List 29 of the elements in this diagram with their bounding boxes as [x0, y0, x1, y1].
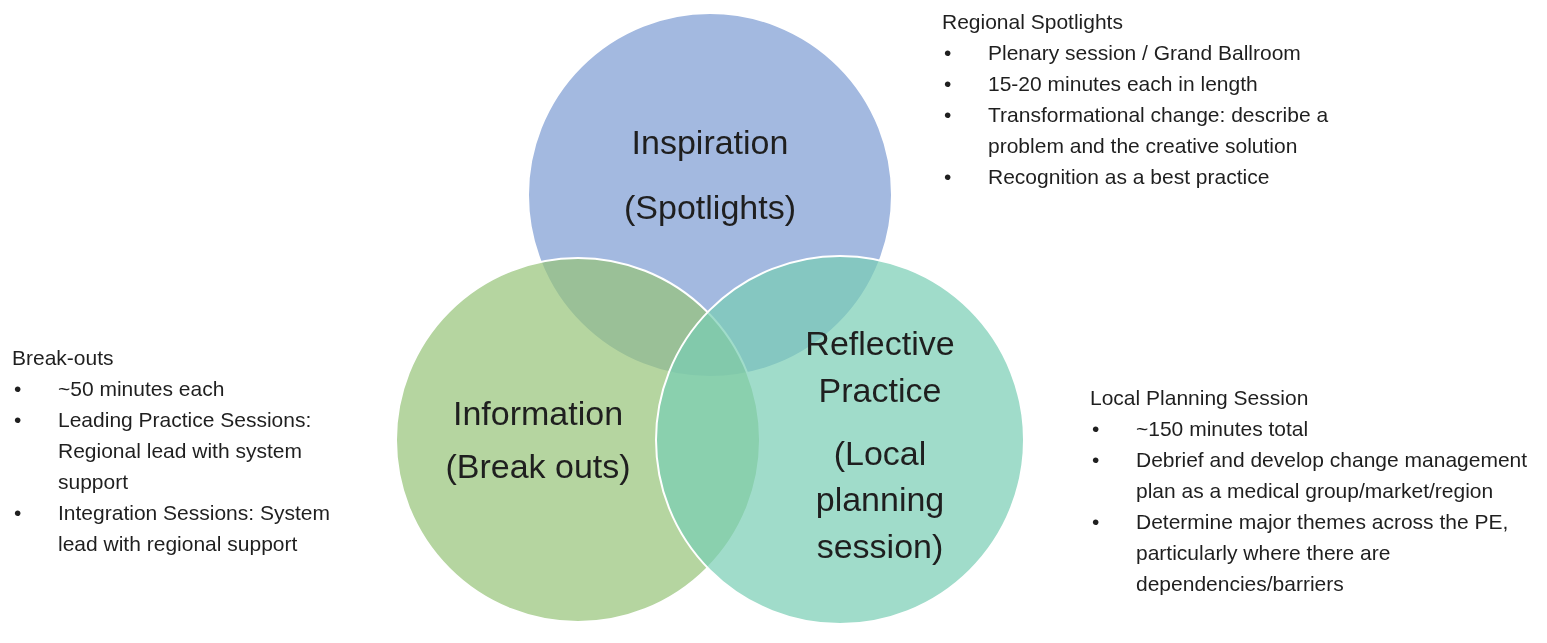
- section-heading: Break-outs: [12, 345, 114, 371]
- bullet-marker: •: [944, 72, 952, 95]
- section-heading: Regional Spotlights: [942, 9, 1123, 35]
- circle-subtitle: (Spotlights): [624, 187, 796, 228]
- bullet-item: Plenary session / Grand Ballroom: [988, 40, 1301, 66]
- bullet-item: Recognition as a best practice: [988, 164, 1270, 190]
- bullet-item: Debrief and develop change management plan as a medical group/market/region: [1136, 447, 1529, 504]
- bullet-marker: •: [14, 408, 22, 431]
- circle-title: Inspiration: [631, 122, 789, 164]
- circle-title: Reflective Practice: [804, 322, 956, 411]
- circle-subtitle: (Break outs): [445, 446, 631, 487]
- bullet-item: Integration Sessions: System lead with regional support: [58, 500, 331, 557]
- bullet-item: ~150 minutes total: [1136, 416, 1309, 442]
- bullet-item: 15-20 minutes each in length: [988, 71, 1258, 97]
- bullet-marker: •: [944, 41, 952, 64]
- bullet-marker: •: [1092, 448, 1100, 471]
- section-heading: Local Planning Session: [1090, 385, 1309, 411]
- bullet-marker: •: [944, 103, 952, 126]
- bullet-marker: •: [14, 377, 22, 400]
- circle-subtitle: (Local planning session): [814, 432, 946, 568]
- bullet-item: Determine major themes across the PE, particularly where there are dependencies/barriers: [1136, 509, 1510, 597]
- bullet-marker: •: [1092, 417, 1100, 440]
- bullet-marker: •: [1092, 510, 1100, 533]
- circle-title: Information: [452, 393, 624, 435]
- bullet-item: ~50 minutes each: [58, 376, 225, 402]
- bullet-item: Leading Practice Sessions: Regional lead with system support: [58, 407, 313, 495]
- bullet-marker: •: [944, 165, 952, 188]
- bullet-marker: •: [14, 501, 22, 524]
- bullet-item: Transformational change: describe a problem and the creative solution: [988, 102, 1330, 159]
